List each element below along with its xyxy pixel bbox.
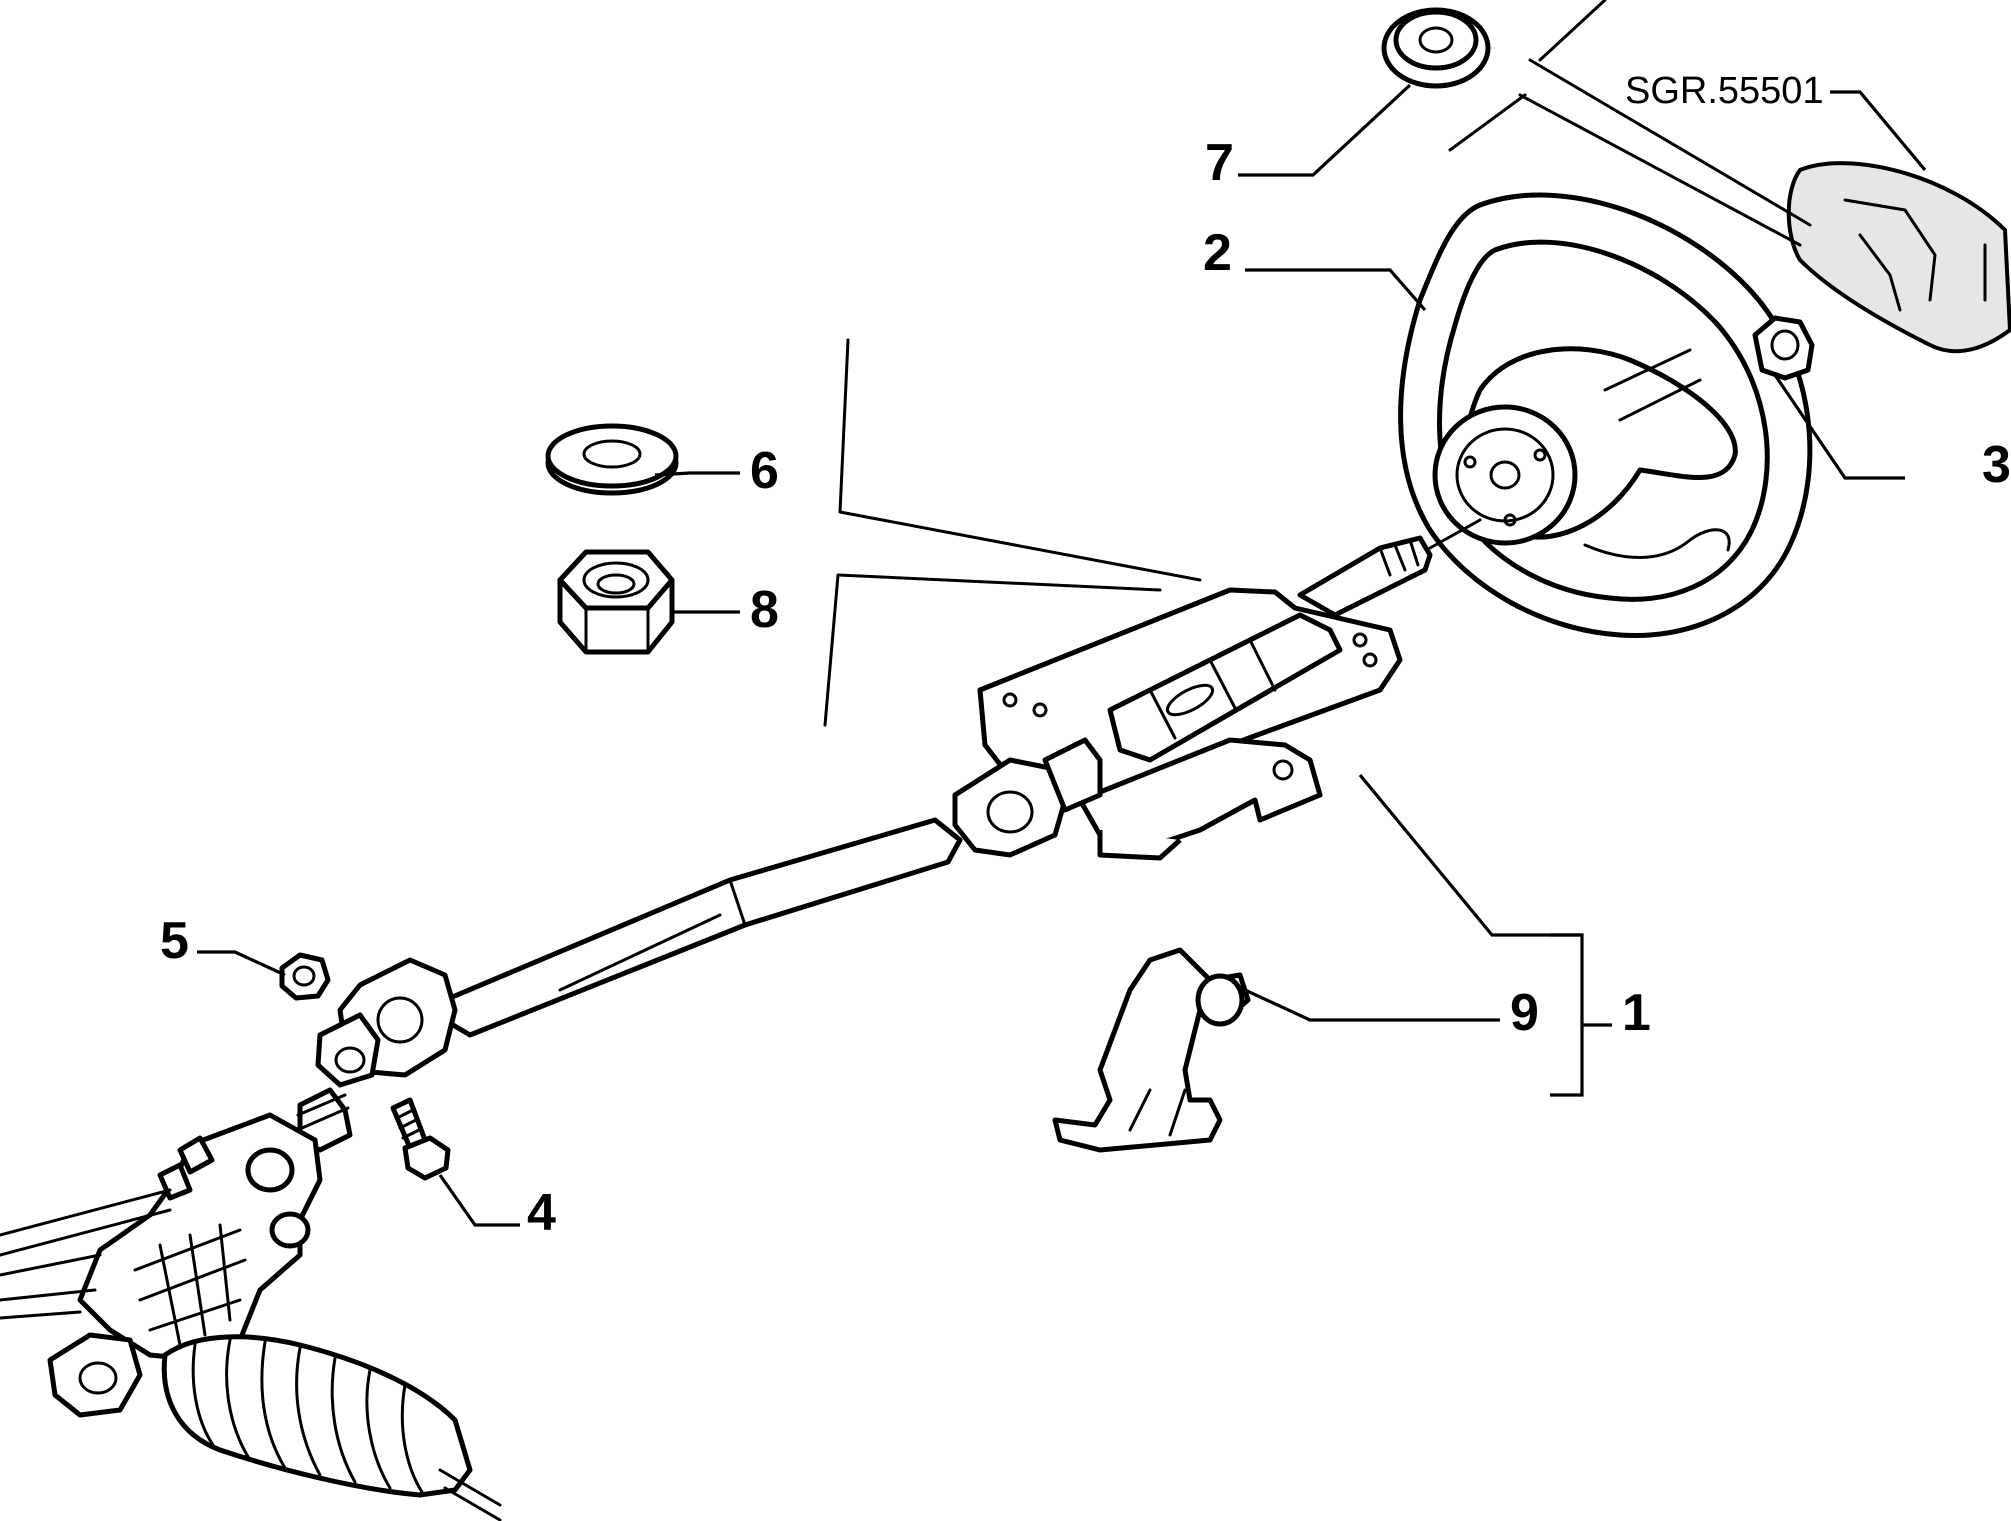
steering-wheel (1398, 192, 1813, 639)
callout-6: 6 (750, 442, 779, 500)
bolt (390, 1097, 451, 1181)
steering-wheel-nut (1752, 315, 1815, 381)
callout-9: 9 (1510, 984, 1539, 1042)
cap-grommet (1381, 7, 1491, 89)
callout-8: 8 (750, 581, 779, 639)
small-nut (279, 952, 331, 1001)
steering-column (315, 518, 1482, 1088)
assembly-group-lines (823, 0, 1812, 727)
reference-code-label: SGR.55501 (1625, 70, 1824, 112)
callout-2: 2 (1203, 224, 1232, 282)
washer (545, 423, 679, 496)
callout-5: 5 (160, 912, 189, 970)
support-bracket (1052, 947, 1251, 1153)
callout-3: 3 (1982, 436, 2011, 494)
steering-rack (0, 1087, 502, 1521)
horn-pad (1786, 161, 2011, 354)
callout-1: 1 (1622, 984, 1651, 1042)
callout-4: 4 (527, 1184, 556, 1242)
leader-lines (197, 83, 1927, 1227)
callout-labels: SGR.55501 1 2 3 4 5 6 7 8 9 (160, 70, 2011, 1242)
callout-7: 7 (1205, 134, 1234, 192)
hex-nut (557, 549, 675, 655)
